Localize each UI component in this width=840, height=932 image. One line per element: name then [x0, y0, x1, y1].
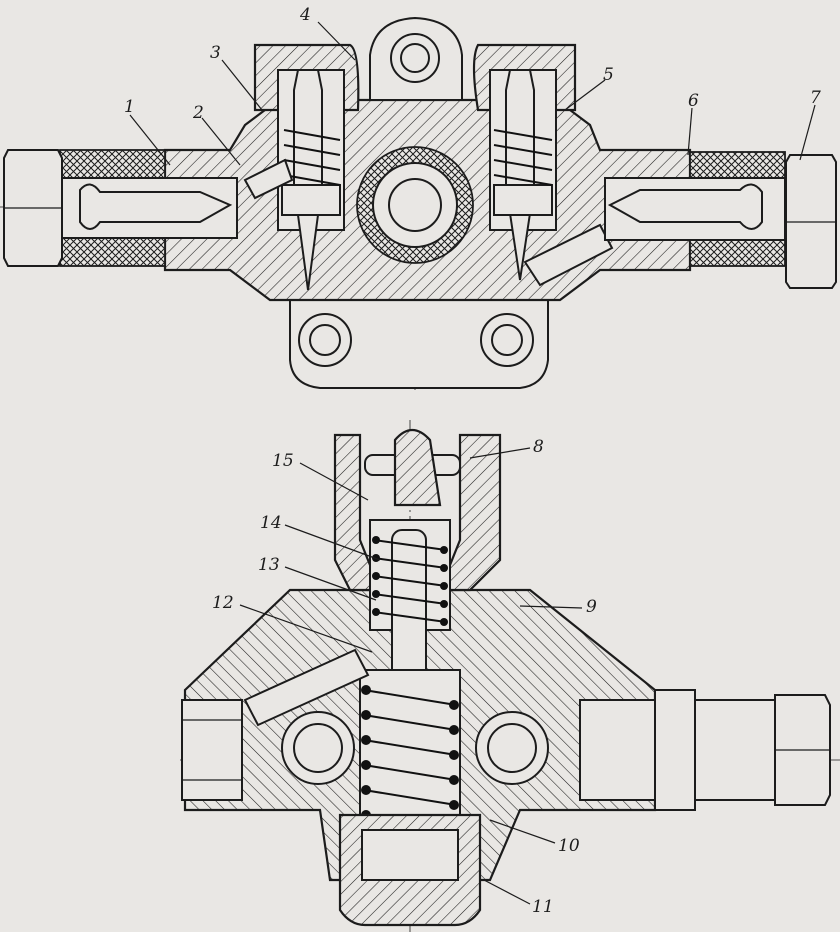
- right-valve-seat: [493, 184, 553, 216]
- bottom-plug-recess: [361, 829, 459, 881]
- callout-13: 13: [258, 555, 280, 575]
- inclined-passage: [243, 648, 370, 727]
- bottom-section-view: [180, 420, 840, 932]
- right-union-nipple: [607, 183, 763, 230]
- top-section-view: [0, 16, 840, 390]
- left-valve-spring: [283, 129, 341, 186]
- callout-5: 5: [603, 65, 614, 85]
- callout-3: 3: [210, 43, 221, 63]
- right-valve-spring: [493, 129, 553, 186]
- top-boss-hole-inner: [400, 43, 430, 73]
- callout-15: 15: [272, 451, 294, 471]
- mounting-lug-bottom: [289, 299, 549, 389]
- callout-12: 12: [212, 593, 234, 613]
- left-fitting: [181, 699, 243, 801]
- right-fitting-nut: [654, 689, 696, 811]
- right-fitting-pipe: [694, 699, 776, 801]
- callout-1: 1: [124, 97, 135, 117]
- right-union-packing-top: [689, 151, 786, 179]
- callout-6: 6: [688, 91, 699, 111]
- callout-labels: 1 2 3 4 5 6 7 8 9 10 11 12 13 14 15: [124, 5, 821, 917]
- left-union-packing-bottom: [59, 237, 166, 267]
- guide-cap: [393, 428, 442, 507]
- callout-11: 11: [532, 897, 554, 917]
- left-union-packing-top: [59, 149, 166, 179]
- left-union-nipple: [79, 183, 233, 230]
- left-port-inner: [293, 723, 343, 773]
- callout-7: 7: [810, 88, 821, 108]
- right-inclined-passage: [523, 223, 614, 287]
- central-bore-inner: [388, 178, 442, 232]
- callout-2: 2: [192, 103, 204, 123]
- right-port-inner: [487, 723, 537, 773]
- callout-10: 10: [558, 836, 580, 856]
- callout-9: 9: [586, 597, 597, 617]
- right-fitting-body: [579, 699, 656, 801]
- callout-4: 4: [299, 5, 311, 25]
- lug-bolt-hole-left-inner: [309, 324, 341, 356]
- left-inclined-passage: [243, 158, 294, 200]
- left-valve-seat: [281, 184, 341, 216]
- callout-8: 8: [533, 437, 544, 457]
- leader-lines: [129, 21, 816, 905]
- callout-14: 14: [260, 513, 282, 533]
- upper-spring: [372, 536, 448, 626]
- lug-bolt-hole-right-inner: [491, 324, 523, 356]
- right-union-packing-bottom: [689, 239, 786, 267]
